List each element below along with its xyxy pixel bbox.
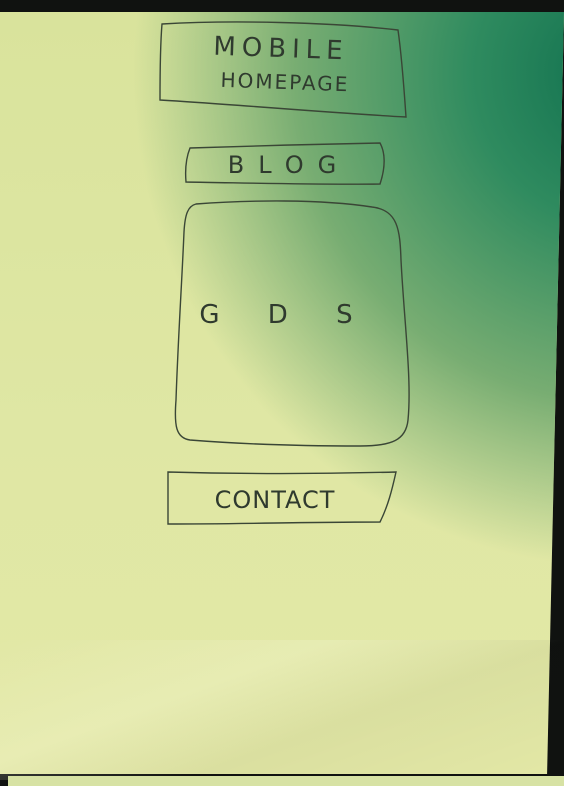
paper-fold [0, 640, 564, 780]
blog-button-outline [184, 142, 385, 185]
contact-button-outline [167, 471, 397, 525]
content-card-label: G D S [199, 300, 373, 330]
contact-button-label[interactable]: CONTACT [214, 486, 336, 514]
paper-sheet [0, 12, 564, 774]
paper-edge-strip [8, 776, 564, 786]
blog-button-label[interactable]: BLOG [227, 151, 351, 179]
header-box-outline [159, 21, 407, 118]
content-card-outline [174, 200, 410, 447]
